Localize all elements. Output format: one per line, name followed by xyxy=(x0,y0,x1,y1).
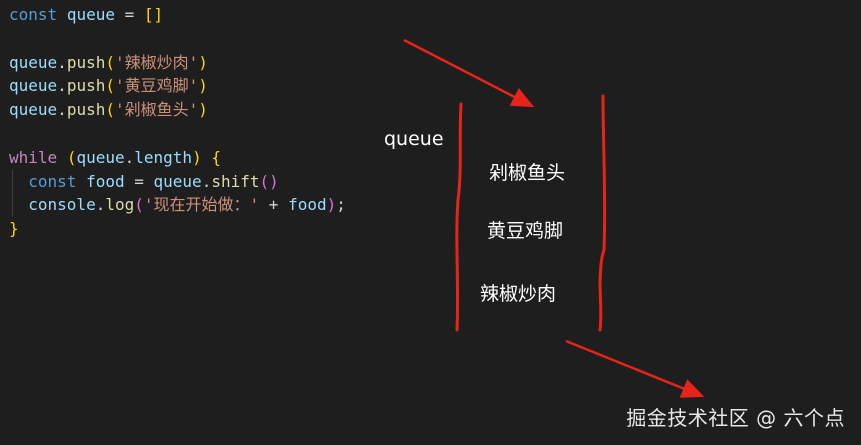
code-token: log xyxy=(105,195,135,215)
code-token: ; xyxy=(336,195,346,215)
code-line[interactable]: const queue = [] xyxy=(9,3,346,27)
code-token: shift xyxy=(211,171,260,191)
enqueue-arrow xyxy=(403,38,535,108)
code-token: ) xyxy=(192,147,202,167)
code-token: console xyxy=(28,195,96,215)
code-token: const xyxy=(9,5,58,24)
watermark: 掘金技术社区 @ 六个点 xyxy=(626,406,845,430)
queue-item-1: 剁椒鱼头 xyxy=(489,162,566,184)
code-token: queue xyxy=(76,147,125,167)
code-token: food xyxy=(86,171,125,191)
indent-guide xyxy=(12,169,13,194)
code-line[interactable]: queue.push('剁椒鱼头') xyxy=(9,98,346,122)
code-token: ) xyxy=(198,100,208,120)
code-token: + xyxy=(259,195,289,215)
code-token: ( xyxy=(134,195,144,215)
code-token: { xyxy=(211,147,221,167)
code-token: '现在开始做：' xyxy=(143,195,260,215)
code-token: . xyxy=(201,171,212,191)
code-token: push xyxy=(66,76,106,96)
code-token: . xyxy=(57,100,67,120)
code-line[interactable]: while (queue.length) { xyxy=(9,146,346,170)
code-line[interactable]: queue.push('黄豆鸡脚') xyxy=(9,74,346,98)
code-token: '剁椒鱼头' xyxy=(114,100,199,120)
code-token: ( xyxy=(66,147,77,167)
code-token: = xyxy=(114,5,144,24)
code-token: ( xyxy=(105,76,115,96)
code-token: () xyxy=(259,171,279,191)
code-token: push xyxy=(66,52,106,72)
code-token: . xyxy=(124,147,135,167)
code-token: ( xyxy=(105,100,115,120)
code-token: queue xyxy=(153,171,202,191)
queue-right-wall xyxy=(598,94,607,332)
code-token: . xyxy=(95,195,106,215)
code-token: push xyxy=(66,100,106,120)
code-token: queue xyxy=(9,100,58,120)
code-token: '辣椒炒肉' xyxy=(114,52,199,72)
code-line[interactable]: console.log('现在开始做：' + food); xyxy=(9,193,346,218)
code-token: ) xyxy=(326,195,337,215)
code-token: = xyxy=(124,171,154,191)
code-token: while xyxy=(9,147,58,167)
code-token: } xyxy=(9,219,19,239)
code-token: length xyxy=(134,147,193,167)
queue-item-2: 黄豆鸡脚 xyxy=(487,220,564,242)
queue-label: queue xyxy=(384,128,444,150)
code-token: ( xyxy=(105,52,115,72)
code-token: queue xyxy=(66,5,115,24)
code-line[interactable]: } xyxy=(9,217,346,241)
code-token: ) xyxy=(198,76,208,96)
code-line[interactable]: queue.push('辣椒炒肉') xyxy=(9,51,346,75)
code-token: . xyxy=(57,52,67,72)
code-token: [] xyxy=(143,5,164,24)
dequeue-arrow xyxy=(565,339,705,398)
code-token: ) xyxy=(198,52,208,72)
queue-left-wall xyxy=(455,102,463,332)
code-token: food xyxy=(288,195,327,215)
queue-item-3: 辣椒炒肉 xyxy=(480,283,557,305)
code-token: queue xyxy=(9,52,58,72)
code-token: queue xyxy=(9,76,58,96)
code-token: const xyxy=(28,171,77,191)
code-token: '黄豆鸡脚' xyxy=(114,76,199,96)
code-line[interactable]: const food = queue.shift() xyxy=(9,169,346,194)
indent-guide xyxy=(12,193,13,218)
code-editor[interactable]: const queue = []​queue.push('辣椒炒肉')queue… xyxy=(9,3,346,241)
code-token: . xyxy=(57,76,67,96)
